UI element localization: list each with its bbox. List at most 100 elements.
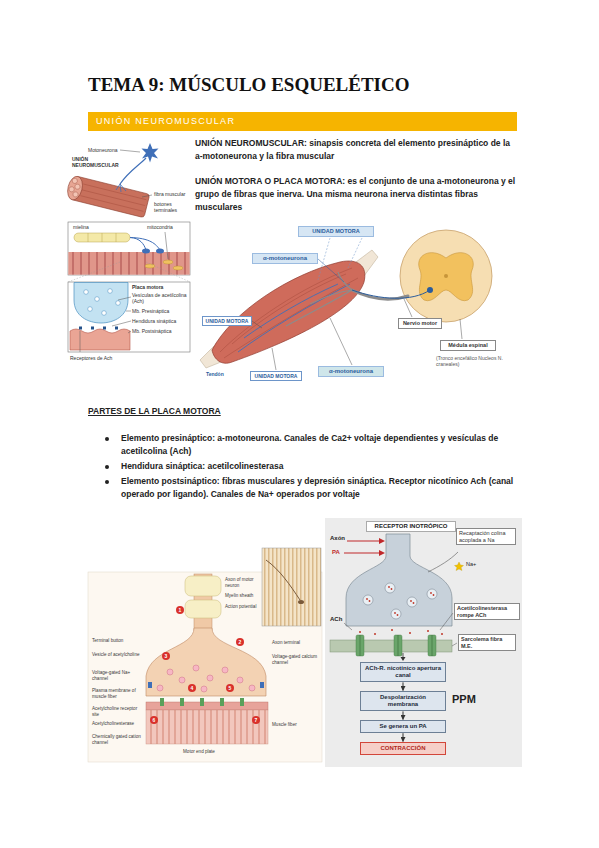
leader-line bbox=[142, 195, 152, 197]
page-title: TEMA 9: MÚSCULO ESQUELÉTICO bbox=[88, 74, 409, 96]
synapse-box bbox=[103, 327, 106, 330]
receptor-figure bbox=[427, 630, 429, 632]
receptor-figure bbox=[391, 609, 401, 619]
unit-tag: α-motoneurona bbox=[252, 253, 318, 264]
junction-figure bbox=[266, 560, 300, 600]
junction-figure bbox=[222, 667, 228, 673]
receptor-figure bbox=[427, 589, 437, 599]
zoom-box bbox=[68, 222, 190, 282]
synapse-box bbox=[74, 283, 128, 324]
motoneuron-body bbox=[142, 143, 159, 163]
zoom-box bbox=[156, 249, 164, 254]
muscle-bundle bbox=[65, 175, 149, 218]
bullet-text: Hendidura sináptica: acetilcolinesterasa bbox=[121, 460, 517, 473]
node-text: Acetilcolinesterasa rompe ACh bbox=[457, 605, 517, 618]
zoom-box bbox=[88, 233, 116, 242]
motor-unit-figure bbox=[318, 238, 362, 280]
motor-unit-figure bbox=[212, 261, 365, 363]
zoom-box bbox=[173, 266, 183, 270]
receptor-figure bbox=[407, 597, 417, 607]
part-label: mielina bbox=[72, 224, 90, 230]
part-label: Acetylcholinesterase bbox=[91, 721, 145, 727]
muscle-bundle bbox=[83, 184, 146, 200]
bullet-text: Elemento postsináptico: fibras musculare… bbox=[121, 475, 517, 501]
node-text: CONTRACCIÓN bbox=[364, 745, 442, 752]
nerve-branches bbox=[116, 184, 126, 192]
axon bbox=[120, 158, 146, 184]
part-label: Motor end plate bbox=[182, 749, 216, 755]
node-text: RECEPTOR INOTRÓPICO bbox=[369, 523, 453, 530]
synapse-box bbox=[70, 329, 130, 350]
receptor-figure bbox=[325, 518, 522, 767]
flow-arrow bbox=[403, 733, 404, 741]
zoom-box bbox=[68, 262, 190, 282]
receptor-figure bbox=[433, 594, 435, 596]
motor-unit-figure bbox=[220, 268, 358, 358]
junction-figure bbox=[260, 682, 264, 688]
zoom-box bbox=[165, 232, 168, 259]
node-text: Se genera un PA bbox=[364, 723, 442, 730]
unit-tag: α-motoneurona bbox=[318, 366, 384, 377]
node-text: Médula espinal bbox=[443, 342, 493, 349]
synapse-box bbox=[102, 311, 107, 316]
part-label: Axon of motor neuron bbox=[224, 577, 261, 588]
receptor-figure bbox=[441, 633, 443, 635]
muscle-bundle bbox=[74, 184, 80, 190]
junction-figure bbox=[146, 710, 268, 744]
receptor-figure bbox=[360, 635, 432, 656]
callout-number: 7 bbox=[252, 716, 260, 724]
part-label: Mb. Postsináptica bbox=[132, 328, 189, 334]
zoom-box bbox=[142, 249, 150, 254]
junction-figure bbox=[237, 677, 243, 683]
motor-unit-figure bbox=[400, 230, 492, 322]
flow-arrow bbox=[403, 682, 404, 690]
receptor-figure bbox=[409, 632, 411, 634]
process-box: CONTRACCIÓN bbox=[360, 742, 446, 755]
receptor-figure bbox=[379, 538, 385, 544]
zoom-box bbox=[130, 238, 160, 251]
junction-figure bbox=[201, 686, 207, 692]
junction-figure bbox=[88, 548, 322, 762]
callout-number: 5 bbox=[226, 684, 234, 692]
receptor-figure bbox=[359, 631, 361, 633]
junction-figure bbox=[185, 600, 221, 618]
junction-figure bbox=[185, 576, 221, 596]
node-text: UNIÓN NEUROMUSCULAR bbox=[96, 112, 509, 131]
junction-figure bbox=[249, 685, 255, 691]
synapse-box bbox=[80, 297, 131, 352]
receptor-figure bbox=[391, 588, 393, 590]
callout-number: 6 bbox=[150, 716, 158, 724]
node-text: UNIDAD MOTORA bbox=[301, 228, 371, 235]
bullet-text: Elemento presináptico: a-motoneurona. Ca… bbox=[121, 432, 517, 458]
unit-tag: UNIDAD MOTORA bbox=[298, 226, 374, 237]
receptor-figure bbox=[379, 550, 385, 556]
junction-figure bbox=[298, 600, 304, 604]
part-label: mitocondria bbox=[146, 224, 174, 230]
part-label: Chemically gated cation channel bbox=[91, 734, 145, 745]
process-box: Se genera un PA bbox=[360, 720, 446, 733]
receptor-figure bbox=[363, 595, 373, 605]
receptor-figure bbox=[428, 552, 458, 572]
motor-unit-figure bbox=[352, 290, 430, 298]
receptor-figure bbox=[385, 583, 395, 593]
muscle-bundle bbox=[72, 191, 78, 197]
motor-unit-figure bbox=[252, 299, 462, 370]
junction-figure bbox=[148, 682, 152, 688]
part-label: Tendón bbox=[206, 371, 224, 377]
receptor-figure bbox=[391, 629, 393, 631]
part-label: (Tronco encefálico Nucleos N. craneales) bbox=[436, 355, 510, 367]
bullet-dot bbox=[105, 480, 109, 484]
part-tag: Sarcolema fibra M.E. bbox=[458, 634, 516, 651]
synapse-box bbox=[95, 297, 100, 302]
node-text: α-motoneurona bbox=[255, 255, 315, 262]
muscle-bundle bbox=[82, 190, 145, 206]
junction-figure bbox=[262, 548, 321, 626]
node-text: α-motoneurona bbox=[321, 368, 381, 375]
node-text: Nervio motor bbox=[401, 320, 439, 327]
muscle-bundle bbox=[65, 175, 84, 202]
part-tag: Acetilcolinesterasa rompe ACh bbox=[454, 603, 520, 620]
callout-number: 3 bbox=[162, 652, 170, 660]
node-text: Sarcolema fibra M.E. bbox=[461, 636, 513, 649]
junction-figure bbox=[179, 677, 185, 683]
part-label: Axon terminal bbox=[271, 640, 319, 646]
